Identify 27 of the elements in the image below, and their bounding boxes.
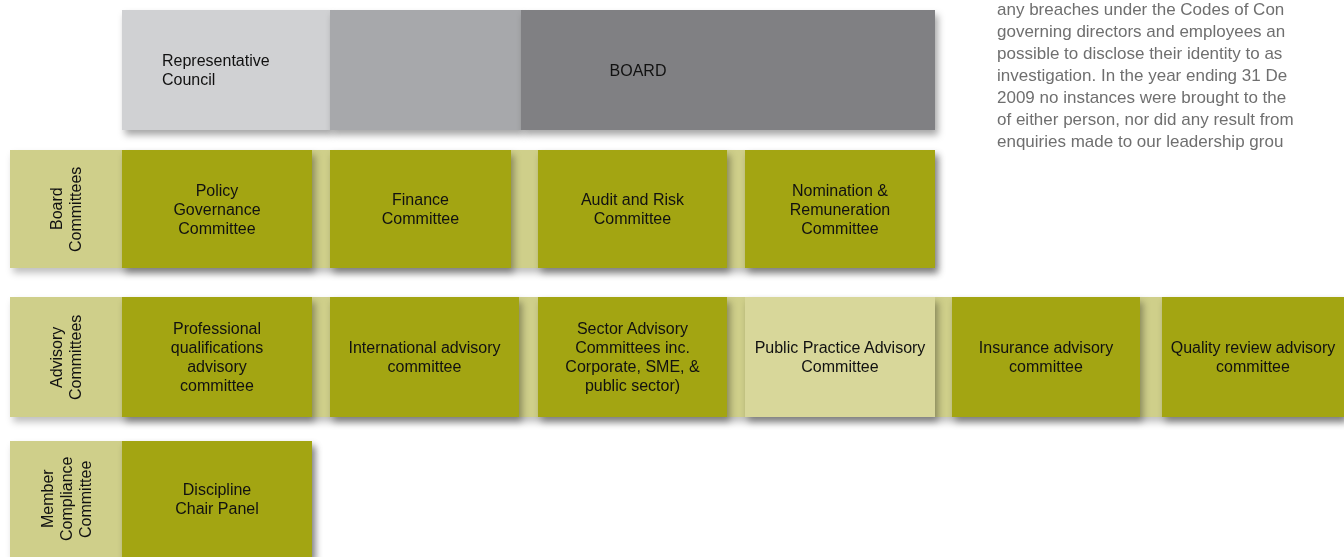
committee-box: Insurance advisory committee	[952, 297, 1140, 417]
text-line: enquiries made to our leadership grou	[997, 132, 1284, 152]
committee-band	[10, 297, 1344, 417]
text-line: governing directors and employees an	[997, 22, 1286, 42]
band-title: Member Compliance Committee	[37, 455, 95, 544]
text-line: investigation. In the year ending 31 De	[997, 66, 1288, 86]
committee-box: Nomination & Remuneration Committee	[745, 150, 935, 268]
text-line: any breaches under the Codes of Con	[997, 0, 1285, 20]
committee-box: Quality review advisory committee	[1162, 297, 1344, 417]
committee-box: Finance Committee	[330, 150, 511, 268]
text-line: of either person, nor did any result from	[997, 110, 1294, 130]
band-title: Advisory Committees	[47, 313, 85, 402]
band-title: Board Committees	[47, 165, 85, 254]
text-line: 2009 no instances were brought to the	[997, 88, 1287, 108]
committee-box: Public Practice Advisory Committee	[745, 297, 935, 417]
committee-box: International advisory committee	[330, 297, 519, 417]
committee-box: Sector Advisory Committees inc. Corporate, SME, & public sector)	[538, 297, 727, 417]
committee-band	[10, 150, 935, 268]
committee-box: Discipline Chair Panel	[122, 441, 312, 557]
committee-box: Policy Governance Committee	[122, 150, 312, 268]
committee-box: Professional qualifications advisory committee	[122, 297, 312, 417]
committee-box: Audit and Risk Committee	[538, 150, 727, 268]
box-shape	[330, 10, 521, 130]
text-line: possible to disclose their identity to as	[997, 44, 1283, 64]
governance-box: Representative Council	[122, 10, 330, 130]
governance-box: BOARD	[521, 10, 935, 130]
committee-band	[10, 441, 312, 557]
